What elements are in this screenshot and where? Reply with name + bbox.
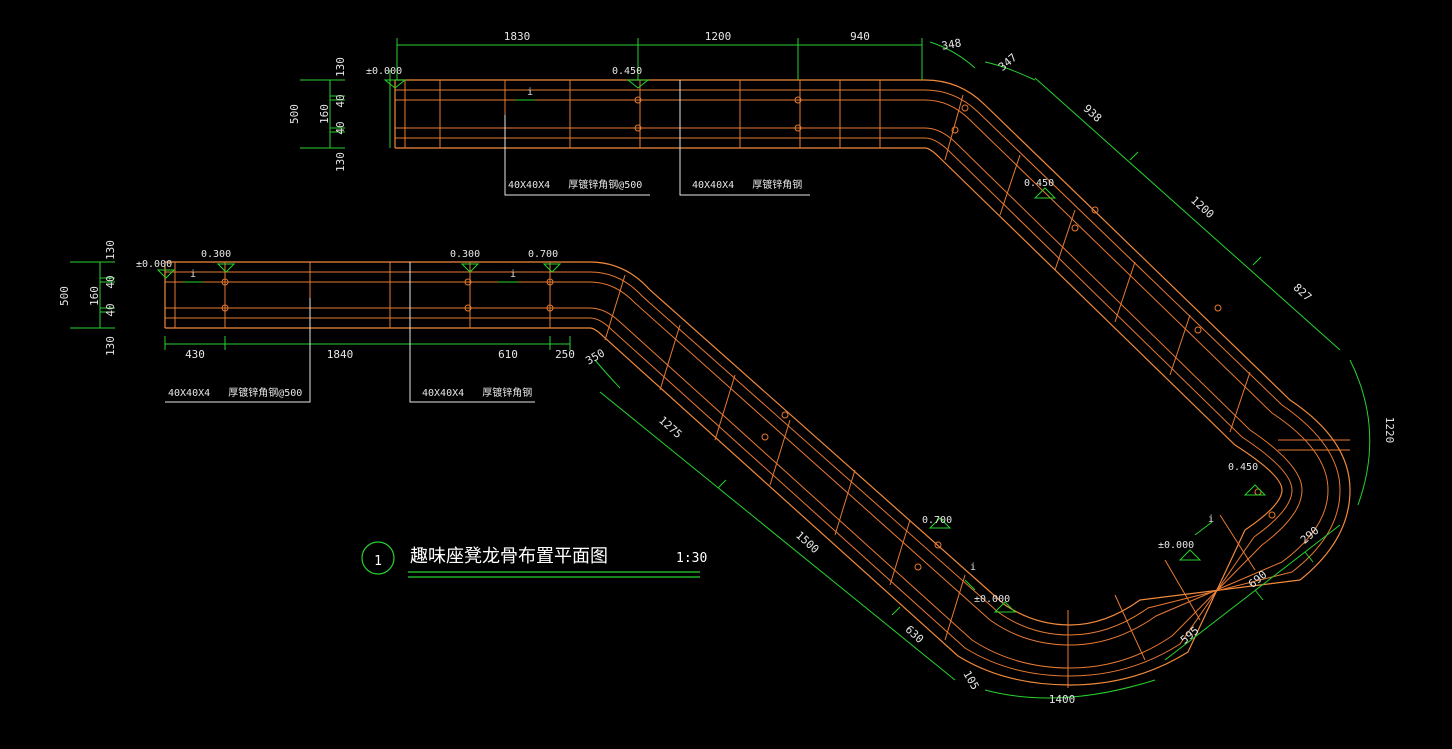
note-upper-right: 40X40X4 厚镀锌角钢 [692,178,802,191]
slope-mark-right: i [1208,514,1214,525]
lower-dimension-lines [70,261,1341,699]
dim-lower-350: 350 [583,346,607,367]
dim-lower-1275: 1275 [656,414,684,441]
elev-right-corner: 0.450 [1228,462,1258,473]
dim-lower-290: 290 [1298,524,1322,547]
dim-upper-827: 827 [1291,281,1314,304]
lower-bench-arm [164,261,1301,686]
dim-upper-1200: 1200 [705,30,732,43]
note-lower-right: 40X40X4 厚镀锌角钢 [422,386,532,399]
slope-mark-bottom: i [970,562,976,573]
drawing-number-circle [361,541,395,575]
leader-lines [165,80,810,403]
title-block: 1 趣味座凳龙骨布置平面图 1:30 [361,541,707,578]
dim-upper-940: 940 [850,30,870,43]
bolt-markers [221,96,1276,571]
dim-upper-side-40a: 40 [334,94,347,107]
note-upper-left: 40X40X4 厚镀锌角钢@500 [508,178,642,191]
dim-lower-1400: 1400 [1049,693,1076,706]
elev-lower-start: ±0.000 [136,259,172,270]
dim-lower-side-40a: 40 [104,275,117,288]
slope-mark-upper: i [527,87,533,98]
upper-dimension-lines [300,38,1371,506]
upper-cross-members [404,80,1350,451]
elev-upper-start: ±0.000 [366,66,402,77]
dim-lower-105: 105 [960,668,981,692]
note-lower-left: 40X40X4 厚镀锌角钢@500 [168,386,302,399]
dim-upper-side-130b: 130 [334,152,347,172]
dim-upper-1200b: 1200 [1188,194,1216,221]
dim-lower-side-160: 160 [88,286,101,306]
dim-upper-side-500: 500 [288,104,301,124]
drawing-title: 趣味座凳龙骨布置平面图 [410,546,608,567]
dim-lower-430: 430 [185,348,205,361]
title-underline [408,571,700,578]
drawing-number: 1 [374,554,382,569]
elevation-triangles [156,79,1267,613]
upper-bench-arm [394,79,1351,581]
dim-lower-610: 610 [498,348,518,361]
elev-lower-a: 0.300 [201,249,231,260]
dim-upper-side-130a: 130 [334,57,347,77]
dim-lower-1840: 1840 [327,348,354,361]
dim-lower-side-40b: 40 [104,303,117,316]
elev-right-bottom: ±0.000 [1158,540,1194,551]
dim-upper-348: 348 [940,36,962,52]
dim-upper-1220: 1220 [1383,417,1396,444]
dim-lower-side-130a: 130 [104,240,117,260]
elev-bottom: ±0.000 [974,594,1010,605]
dim-lower-side-130b: 130 [104,336,117,356]
slope-mark-lower-left: i [190,269,196,280]
slope-mark-lower-mid: i [510,269,516,280]
dim-lower-690: 690 [1246,568,1270,591]
elev-mid-diag: 0.700 [922,515,952,526]
dim-lower-595: 595 [1178,624,1202,647]
dim-upper-1830: 1830 [504,30,531,43]
dim-upper-side-160: 160 [318,104,331,124]
elev-lower-b: 0.300 [450,249,480,260]
elev-upper-diag: 0.450 [1024,178,1054,189]
elev-upper-mid: 0.450 [612,66,642,77]
drawing-scale: 1:30 [676,551,707,566]
lower-cross-members [174,262,1256,688]
dim-upper-side-40b: 40 [334,121,347,134]
dim-lower-side-500: 500 [58,286,71,306]
elev-lower-c: 0.700 [528,249,558,260]
dim-lower-250: 250 [555,348,575,361]
dim-lower-630: 630 [903,623,926,646]
dim-upper-347: 347 [996,51,1020,74]
